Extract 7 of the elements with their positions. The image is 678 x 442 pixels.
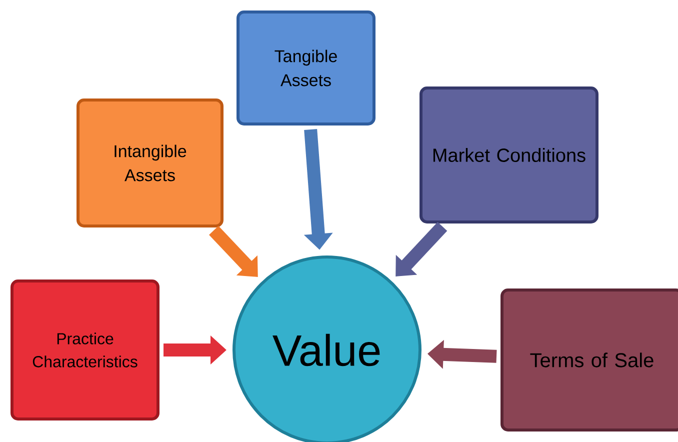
label-box: Tangible Assets — [236, 10, 376, 126]
block-arrow — [396, 222, 448, 276]
block-arrow — [209, 226, 258, 277]
label-box: Market Conditions — [420, 86, 598, 224]
label-box: Practice Characteristics — [10, 280, 160, 420]
label-box: Intangible Assets — [76, 98, 224, 228]
label-box: Terms of Sale — [500, 288, 678, 432]
